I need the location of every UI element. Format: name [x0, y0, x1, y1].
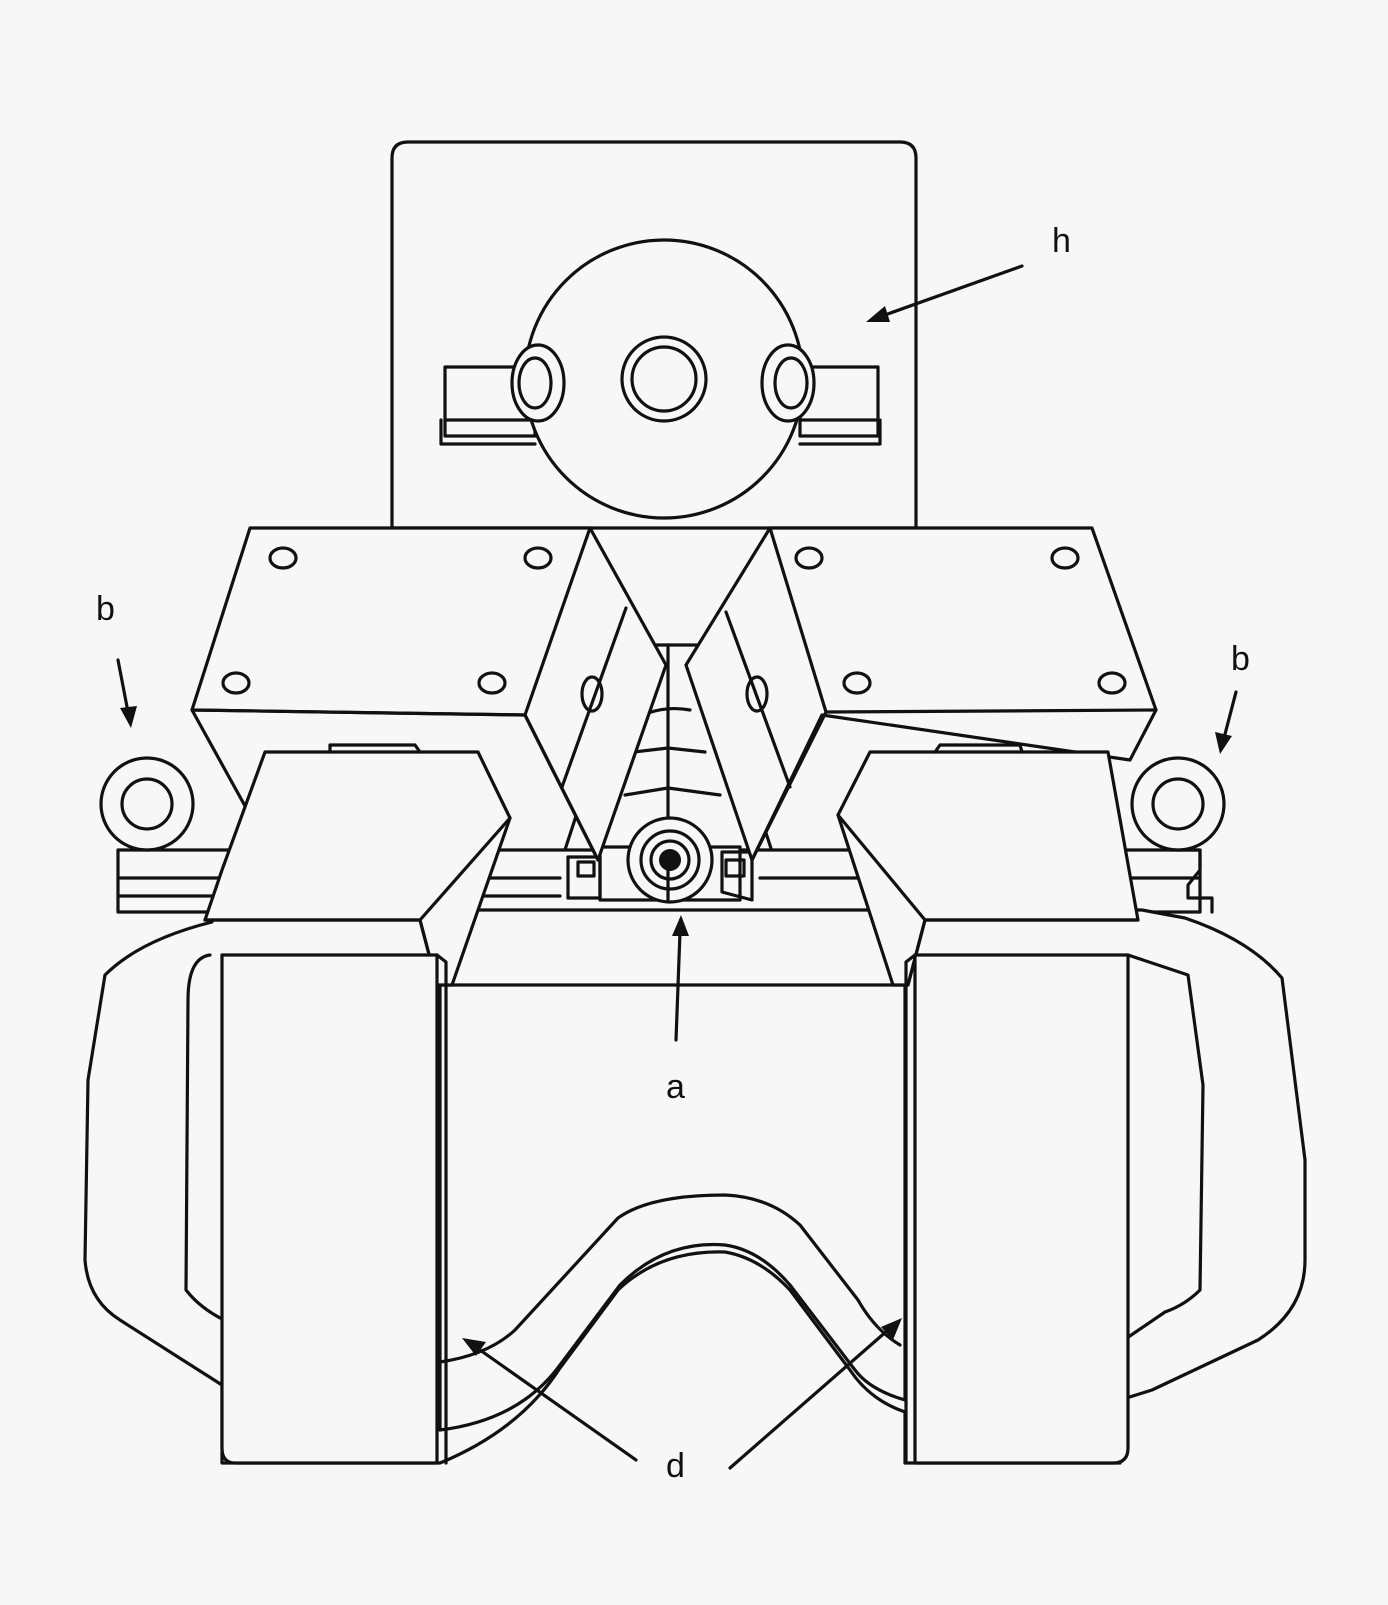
right-track — [836, 743, 1140, 1465]
label-b-left: b — [96, 590, 115, 628]
arrow-d-left — [462, 1338, 638, 1462]
arrow-a — [672, 915, 689, 1042]
left-track — [203, 743, 512, 1465]
label-d: d — [666, 1447, 685, 1485]
right-gear-block — [684, 526, 1158, 862]
left-gear-block — [190, 526, 668, 862]
arrow-b-right — [1215, 690, 1238, 754]
label-b-right: b — [1231, 640, 1250, 678]
end-lug-left — [99, 756, 195, 852]
central-pivot-bearing — [626, 816, 714, 904]
arrow-d-right — [728, 1318, 902, 1470]
label-h: h — [1052, 222, 1071, 260]
side-lug-left — [510, 343, 566, 423]
arrow-b-left — [116, 658, 137, 728]
end-lug-right — [1130, 756, 1226, 852]
side-lug-right — [760, 343, 816, 423]
label-a: a — [666, 1068, 685, 1106]
round-mount-disc — [523, 238, 805, 520]
arrow-h — [866, 264, 1024, 322]
